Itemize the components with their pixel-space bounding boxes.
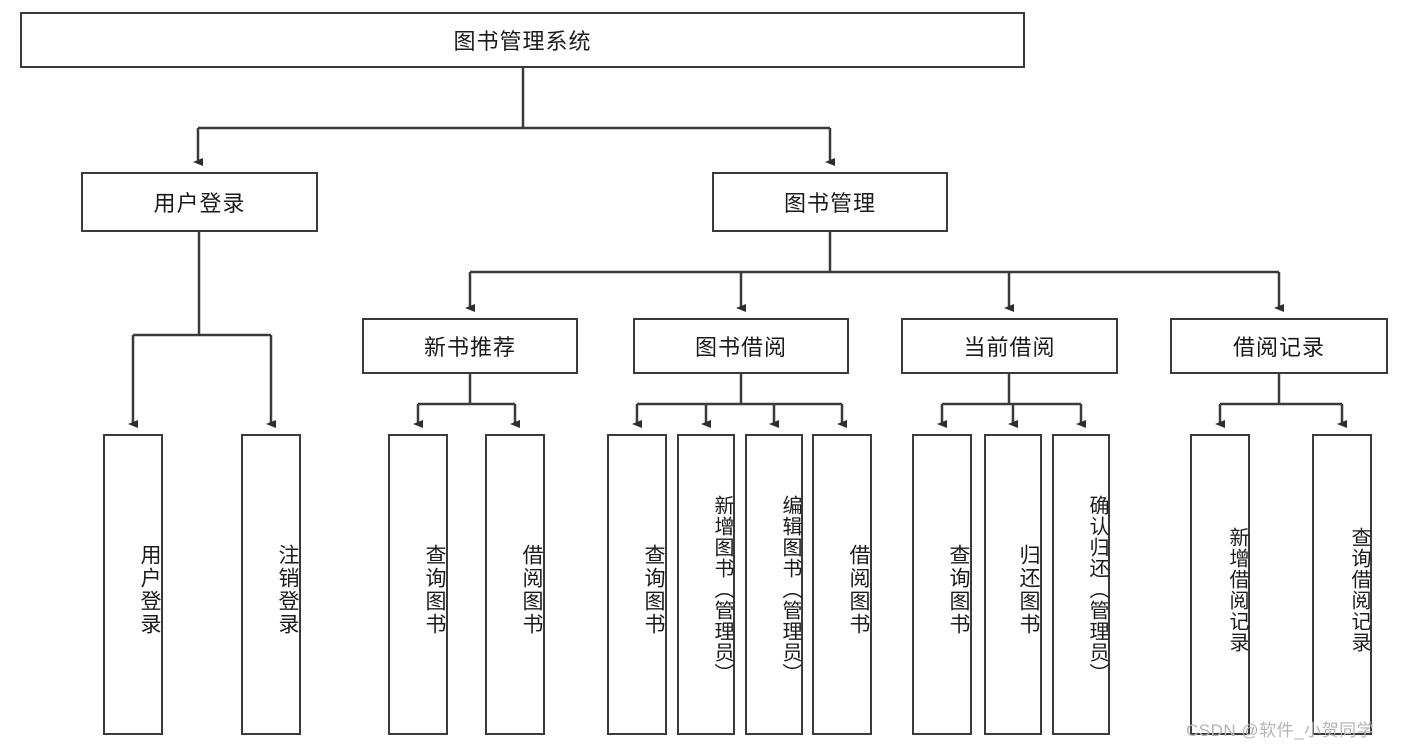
node-book-borrow[interactable]: 图书借阅 [633,318,849,374]
node-leaf-borrow-borrow-book-label: 借阅图书 [847,543,870,636]
node-book-manage[interactable]: 图书管理 [712,172,948,232]
node-leaf-record-add[interactable]: 新增借阅记录 [1190,434,1250,735]
node-new-book-recommend[interactable]: 新书推荐 [362,318,578,374]
node-leaf-rec-query-book-label: 查询图书 [423,543,446,636]
node-leaf-user-login-label: 用户登录 [138,543,161,636]
node-leaf-user-logout[interactable]: 注销登录 [241,434,301,735]
node-leaf-rec-borrow-book[interactable]: 借阅图书 [485,434,545,735]
node-leaf-current-query-book[interactable]: 查询图书 [912,434,972,735]
node-new-book-recommend-label: 新书推荐 [423,335,516,360]
node-user-login-label: 用户登录 [153,191,246,216]
node-leaf-borrow-query-book-label: 查询图书 [642,543,665,636]
node-root-label: 图书管理系统 [453,29,592,54]
node-leaf-borrow-edit-book-label: 编辑图书（管理员） [779,495,801,684]
node-leaf-borrow-edit-book[interactable]: 编辑图书（管理员） [745,434,803,735]
node-current-borrow[interactable]: 当前借阅 [901,318,1118,374]
node-borrow-record-label: 借阅记录 [1232,335,1325,360]
node-leaf-user-login[interactable]: 用户登录 [103,434,163,735]
node-leaf-current-confirm-return-label: 确认归还（管理员） [1086,495,1108,684]
node-leaf-current-return-book[interactable]: 归还图书 [984,434,1042,735]
node-leaf-current-confirm-return[interactable]: 确认归还（管理员） [1052,434,1110,735]
node-leaf-user-logout-label: 注销登录 [276,543,299,636]
node-leaf-record-add-label: 新增借阅记录 [1226,526,1248,653]
node-leaf-borrow-query-book[interactable]: 查询图书 [607,434,667,735]
node-leaf-borrow-add-book[interactable]: 新增图书（管理员） [677,434,735,735]
node-borrow-record[interactable]: 借阅记录 [1170,318,1388,374]
node-leaf-borrow-borrow-book[interactable]: 借阅图书 [812,434,872,735]
watermark: CSDN @软件_小贺同学 [1186,721,1375,740]
node-leaf-record-query[interactable]: 查询借阅记录 [1312,434,1372,735]
node-leaf-borrow-add-book-label: 新增图书（管理员） [711,495,733,684]
node-current-borrow-label: 当前借阅 [963,335,1056,360]
node-leaf-record-query-label: 查询借阅记录 [1348,526,1370,653]
node-leaf-current-query-book-label: 查询图书 [947,543,970,636]
node-book-borrow-label: 图书借阅 [694,335,787,360]
node-book-manage-label: 图书管理 [783,191,876,216]
node-leaf-rec-query-book[interactable]: 查询图书 [388,434,448,735]
node-leaf-rec-borrow-book-label: 借阅图书 [520,543,543,636]
node-root[interactable]: 图书管理系统 [20,12,1025,68]
node-user-login[interactable]: 用户登录 [81,172,318,232]
node-leaf-current-return-book-label: 归还图书 [1017,543,1040,636]
